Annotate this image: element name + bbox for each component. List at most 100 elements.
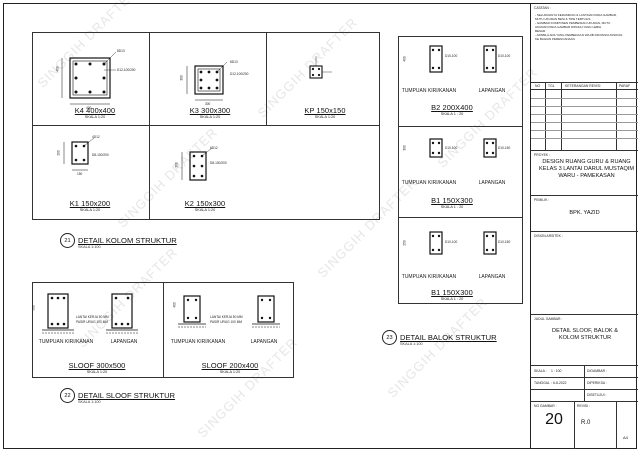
column-kp-scale: SKALA 1:20 bbox=[314, 115, 336, 119]
column-k3-drawing bbox=[186, 61, 228, 101]
beam-b2-scale: SKALA 1 : 20 bbox=[440, 112, 464, 116]
revision-col-no: NO bbox=[535, 84, 541, 88]
sloof-300x500-drawing bbox=[42, 293, 138, 334]
sloof-300x500-title: SLOOF 300x500 bbox=[68, 361, 126, 370]
beam-b2-title: B2 200X400 bbox=[431, 103, 473, 112]
beam-b1-right-label: LAPANGAN bbox=[478, 180, 506, 186]
sloof-300x500-left-label: TUMPUAN KIRI/KANAN bbox=[38, 339, 94, 345]
notes-line: - SELURUHNYA KERAMIKAN & LANTAIAN PADA G… bbox=[535, 13, 617, 17]
revision-col-sign: PARAF bbox=[619, 84, 631, 88]
revision-line bbox=[616, 82, 617, 150]
column-k4-scale: SKALA 1:20 bbox=[84, 115, 106, 119]
k2-ties: D8-100/200 bbox=[210, 161, 227, 165]
k1-ties: D8-100/200 bbox=[92, 153, 109, 157]
approved-caption: DISETUJUI : bbox=[587, 393, 607, 397]
size-value: A4 bbox=[623, 435, 628, 440]
drawing-caption: JUDUL GAMBAR : bbox=[534, 317, 563, 321]
sloof-300x500-right-label: LAPANGAN bbox=[110, 339, 138, 345]
owner-caption: PEMILIK : bbox=[534, 198, 550, 202]
project-caption: PROYEK : bbox=[534, 153, 551, 157]
sloof-200x400-note1: LANTAI KERJA 50 MM bbox=[210, 315, 243, 319]
section-title: DETAIL SLOOF STRUKTUR bbox=[78, 391, 176, 400]
revision-line bbox=[561, 82, 562, 150]
k3-dim-w: 300 bbox=[205, 102, 211, 106]
project-text: DESIGN RUANG GURU & RUANG KELAS 3 LANTAI… bbox=[539, 159, 635, 179]
beam-b2-ties-l: D10-100 bbox=[445, 54, 458, 58]
scale-divider bbox=[584, 365, 585, 401]
k4-ties: D12-100/200 bbox=[117, 68, 136, 72]
sloof-300x500-dim: 500 bbox=[31, 305, 36, 311]
notes-line: UKURAN PADA GAMBAR DIPAKAI YANG LEBIH bbox=[535, 25, 602, 29]
sheet-divider bbox=[616, 401, 617, 449]
revision-col-date: TGL bbox=[548, 84, 555, 88]
beam-b1b-right-label: LAPANGAN bbox=[478, 274, 506, 280]
beam-b2-right-label: LAPANGAN bbox=[478, 88, 506, 94]
revision-row-line bbox=[531, 138, 638, 139]
column-k4-drawing bbox=[61, 51, 117, 105]
k2-rebar: 6D12 bbox=[210, 146, 218, 150]
beam-b1-ties-l: D10-100 bbox=[445, 146, 458, 150]
column-grid bbox=[32, 32, 380, 220]
date-value: 6-8-2022 bbox=[553, 381, 567, 385]
column-k2-scale: SKALA 1:20 bbox=[194, 208, 216, 212]
beam-b1b-drawing bbox=[429, 231, 497, 255]
revision-row-line bbox=[531, 106, 638, 107]
k2-dim-h: 300 bbox=[174, 162, 179, 168]
rev-caption: REVISI : bbox=[577, 404, 591, 408]
column-k1-drawing bbox=[63, 137, 95, 171]
section-sloofs: 22 DETAIL SLOOF STRUKTUR SKALA 1:100 bbox=[60, 388, 176, 404]
column-kp-title: KP 150x150 bbox=[304, 106, 346, 115]
beam-b1-drawing bbox=[429, 138, 497, 158]
k1-dim-h: 200 bbox=[56, 150, 61, 156]
rev-value: R.0 bbox=[581, 420, 591, 426]
beam-grid bbox=[398, 36, 523, 304]
k3-ties: D12-100/200 bbox=[230, 72, 249, 76]
sloof-300x500-note1: LANTAI KERJA 50 MM bbox=[76, 315, 109, 319]
k1-rebar: 4D12 bbox=[92, 135, 100, 139]
beam-b1-dim: 300 bbox=[402, 145, 407, 151]
revision-row-line bbox=[531, 114, 638, 115]
notes-line: BESAR. bbox=[535, 29, 547, 33]
column-k4-title: K4 400x400 bbox=[74, 106, 116, 115]
section-number: 23 bbox=[382, 330, 397, 345]
revision-row-line bbox=[531, 122, 638, 123]
section-number: 21 bbox=[60, 233, 75, 248]
column-k1-title: K1 150x200 bbox=[69, 199, 111, 208]
beam-b1b-scale: SKALA 1 : 20 bbox=[440, 297, 464, 301]
section-beams: 23 DETAIL BALOK STRUKTUR SKALA 1:100 bbox=[382, 330, 497, 346]
notes-line: KE BAGIAN PERENCANAAN bbox=[535, 37, 575, 41]
beam-b1-scale: SKALA 1 : 20 bbox=[440, 205, 464, 209]
sheet-row bbox=[531, 401, 638, 402]
section-title: DETAIL BALOK STRUKTUR bbox=[400, 333, 497, 342]
beam-b1b-title: B1 150X300 bbox=[431, 288, 473, 297]
sloof-200x400-note2: PASIR URUG 100 MM bbox=[210, 320, 242, 324]
beam-b1b-ties-l: D10-100 bbox=[445, 240, 458, 244]
beam-b1-left-label: TUMPUAN KIRI/KANAN bbox=[401, 180, 457, 186]
drawing-sheet bbox=[3, 3, 637, 449]
sloof-300x500-note2: PASIR URUG 100 MM bbox=[76, 320, 108, 324]
sloof-200x400-left-label: TUMPUAN KIRI/KANAN bbox=[170, 339, 226, 345]
k1-dim-w: 150 bbox=[77, 172, 83, 176]
section-scale: SKALA 1:100 bbox=[78, 245, 101, 249]
drawn-caption: DIGAMBAR : bbox=[587, 369, 607, 373]
notes-caption: CATATAN : bbox=[534, 6, 551, 10]
k3-dim-h: 300 bbox=[179, 75, 184, 81]
beam-b1-ties-r: D10-150 bbox=[498, 146, 511, 150]
column-k2-title: K2 150x300 bbox=[184, 199, 226, 208]
checked-caption: DIPERIKSA : bbox=[587, 381, 607, 385]
section-scale: SKALA 1:100 bbox=[400, 342, 423, 346]
column-grid-h bbox=[32, 125, 380, 126]
section-columns: 21 DETAIL KOLOM STRUKTUR SKALA 1:100 bbox=[60, 233, 177, 249]
notes-line: MUTU UKURAN BESI & TIPE TERTULIS. bbox=[535, 17, 592, 21]
k4-dim-w: 400 bbox=[86, 106, 92, 110]
k4-rebar: 8D13 bbox=[117, 49, 125, 53]
beam-b1b-left-label: TUMPUAN KIRI/KANAN bbox=[401, 274, 457, 280]
sloof-200x400-dim: 400 bbox=[172, 302, 177, 308]
section-number: 22 bbox=[60, 388, 75, 403]
owner-row bbox=[531, 195, 638, 196]
column-k2-drawing bbox=[181, 147, 213, 181]
sloof-200x400-drawing bbox=[178, 295, 280, 328]
beam-b1-title: B1 150X300 bbox=[431, 196, 473, 205]
section-title: DETAIL KOLOM STRUKTUR bbox=[78, 236, 177, 245]
sloof-200x400-scale: SKALA 1:20 bbox=[219, 370, 241, 374]
